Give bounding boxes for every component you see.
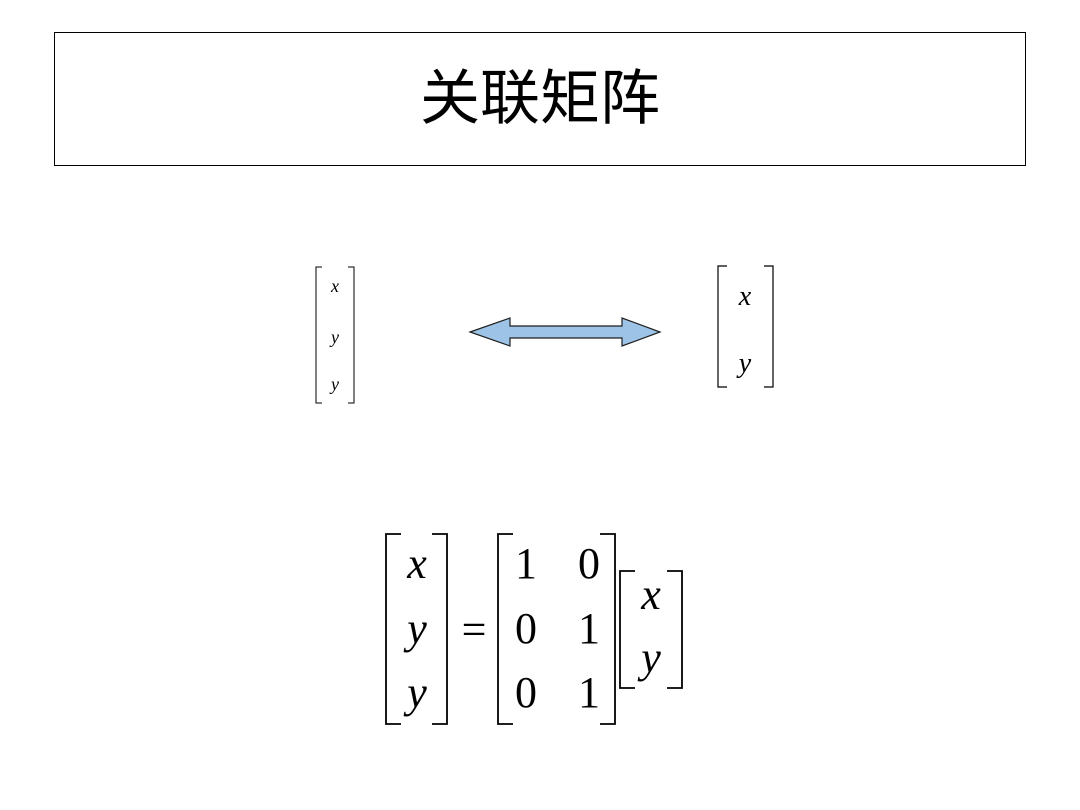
left-vector-entry-2: y bbox=[329, 327, 339, 347]
lhs-entry-3: y bbox=[403, 668, 427, 717]
lhs-entry-2: y bbox=[403, 604, 427, 653]
left-vector: x y y bbox=[315, 266, 355, 404]
lhs-entry-1: x bbox=[406, 539, 427, 588]
matrix-cell-1-2: 0 bbox=[578, 539, 600, 588]
left-vector-entry-3: y bbox=[329, 374, 339, 394]
matrix-cell-3-1: 0 bbox=[515, 668, 537, 717]
slide-title: 关联矩阵 bbox=[420, 64, 660, 134]
matrix-cell-2-2: 1 bbox=[578, 604, 600, 653]
equals-sign: = bbox=[462, 605, 487, 654]
lhs-bracket-close bbox=[432, 533, 448, 725]
matrix-cell-1-1: 1 bbox=[515, 539, 537, 588]
matrix-cell-2-1: 0 bbox=[515, 604, 537, 653]
matrix-cell-3-2: 1 bbox=[578, 668, 600, 717]
right-vector-bracket-close bbox=[764, 265, 774, 388]
right-vector: x y bbox=[717, 265, 774, 388]
equation: x y y = 1 0 0 1 0 1 x y bbox=[385, 533, 683, 725]
rhs-bracket-close bbox=[667, 570, 683, 689]
matrix-bracket-close bbox=[600, 533, 616, 725]
left-vector-bracket-close bbox=[348, 266, 355, 404]
left-vector-bracket-open bbox=[315, 266, 322, 404]
title-box: 关联矩阵 bbox=[54, 32, 1026, 166]
rhs-entry-1: x bbox=[640, 570, 661, 619]
lhs-bracket-open bbox=[385, 533, 401, 725]
matrix-bracket-open bbox=[497, 533, 513, 725]
double-arrow-icon bbox=[468, 317, 662, 347]
right-vector-bracket-open bbox=[717, 265, 727, 388]
rhs-entry-2: y bbox=[637, 633, 661, 682]
left-vector-entry-1: x bbox=[330, 276, 339, 296]
right-vector-entry-1: x bbox=[738, 281, 752, 312]
right-vector-entry-2: y bbox=[736, 348, 752, 379]
rhs-bracket-open bbox=[619, 570, 635, 689]
